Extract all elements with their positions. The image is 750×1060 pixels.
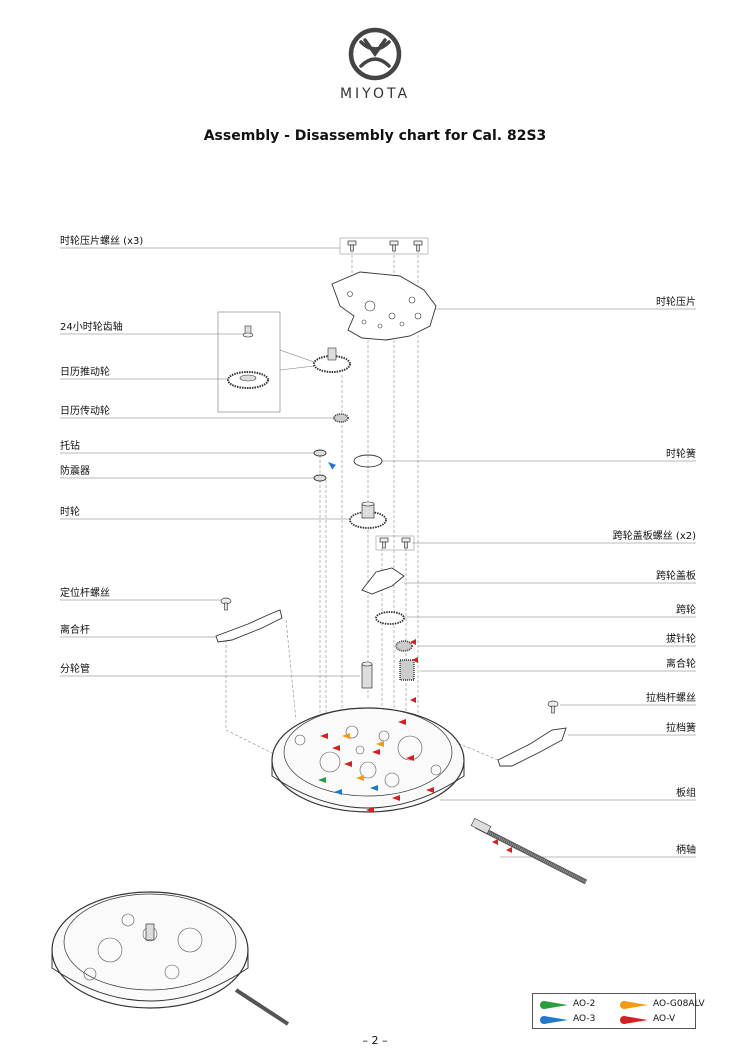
yoke-spring-drawing: [497, 727, 567, 767]
label-hour-wheel: 时轮: [60, 507, 80, 518]
hour-wheel-plate-screws: [347, 240, 423, 252]
label-yoke-spring: 拉档簧: [666, 723, 696, 734]
label-minute-wheel: 跨轮: [676, 605, 696, 616]
label-date-transmission-wheel: 日历传动轮: [60, 406, 110, 417]
clutch-lever-drawing: [215, 609, 283, 643]
label-hour-wheel-plate: 时轮压片: [656, 297, 696, 308]
clutch-wheel-drawing: [399, 659, 415, 681]
label-train-bridge-screw: 跨轮盖板螺丝 (x2): [612, 531, 696, 542]
miyota-emblem-icon: [348, 27, 402, 81]
date-wheel-assembled-drawing: [313, 347, 351, 373]
legend-label: AO-G08ALV: [653, 999, 705, 1009]
oil-blue-icon: [540, 1016, 568, 1024]
oil-orange-icon: [620, 1001, 648, 1009]
page-title: Assembly - Disassembly chart for Cal. 82…: [203, 128, 547, 144]
yoke-screw-drawing: [547, 700, 559, 714]
label-clutch-wheel: 离合轮: [666, 659, 696, 670]
label-jewel-setting: 托钻: [60, 441, 80, 452]
oil-legend: AO-2 AO-G08ALV AO-3 AO-V: [532, 993, 705, 1029]
label-clutch-lever: 离合杆: [60, 625, 90, 636]
label-hour-wheel-plate-screw: 时轮压片螺丝 (x3): [60, 236, 144, 247]
legend-label: AO-3: [573, 1014, 596, 1024]
setting-lever-screw-drawing: [220, 597, 232, 611]
hour-wheel-spring-drawing: [353, 454, 383, 468]
minute-wheel-drawing: [375, 611, 405, 625]
page-number: – 2 –: [362, 1034, 388, 1047]
winding-stem-drawing: [470, 817, 588, 885]
train-bridge-drawing: [361, 567, 405, 595]
label-yoke-screw: 拉档杆螺丝: [646, 693, 696, 704]
oil-red-icon: [620, 1016, 648, 1024]
label-date-driving-wheel: 日历推动轮: [60, 367, 110, 378]
label-hour-wheel-spring: 时轮簧: [666, 449, 696, 460]
jewel-setting-drawing: [313, 449, 327, 457]
date-transmission-wheel-drawing: [333, 413, 349, 423]
hour-wheel-drawing: [349, 501, 387, 529]
label-setting-lever-screw: 定位杆螺丝: [60, 588, 110, 599]
assembled-movement-drawing: [51, 891, 290, 1026]
label-cannon-pinion: 分轮管: [60, 664, 90, 675]
label-train-bridge: 跨轮盖板: [656, 571, 696, 582]
label-24h-wheel-pinion: 24小时轮齿轴: [60, 322, 123, 333]
shock-absorber-drawing: [313, 474, 327, 482]
label-main-plate-assembly: 板组: [676, 788, 696, 799]
main-plate-drawing: [271, 707, 465, 813]
date-driving-wheel-drawing: [227, 371, 269, 389]
24h-pinion-drawing: [242, 325, 254, 338]
label-shock-absorber: 防震器: [60, 466, 90, 477]
oiling-markers: [318, 639, 512, 853]
oil-blue-icon: [328, 462, 337, 470]
miyota-logo: MIYOTA: [325, 26, 425, 106]
cannon-pinion-drawing: [361, 661, 373, 689]
label-setting-wheel: 拔针轮: [666, 634, 696, 645]
setting-wheel-drawing: [395, 640, 413, 652]
legend-label: AO-2: [573, 999, 596, 1009]
hour-wheel-plate-shape: [331, 271, 437, 341]
oil-green-icon: [540, 1001, 568, 1009]
label-winding-stem: 柄轴: [676, 845, 696, 856]
legend-label: AO-V: [653, 1014, 676, 1024]
brand-name: MIYOTA: [339, 86, 411, 102]
